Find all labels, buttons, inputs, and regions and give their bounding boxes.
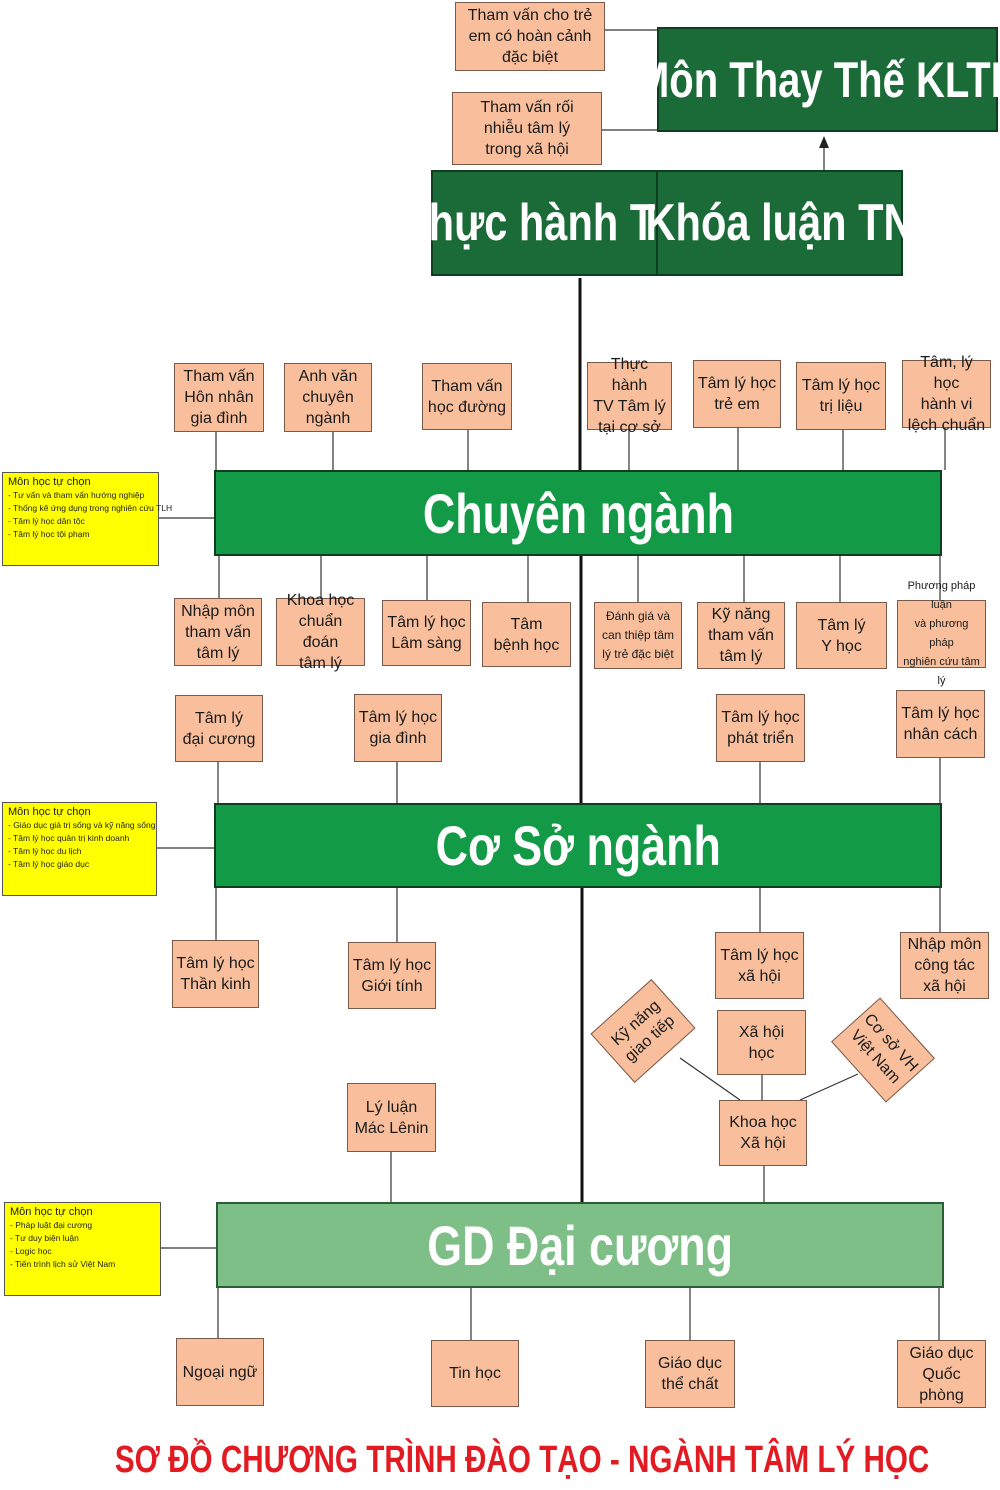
course-cn-above-5: Tâm lý học trẻ em bbox=[693, 360, 781, 428]
course-cn-above-3: Tham vấn học đường bbox=[422, 363, 512, 430]
course-cn-above-7: Tâm, lý học hành vi lệch chuẩn bbox=[902, 354, 991, 434]
course-cn-below-1: Nhập môn tham vấn tâm lý bbox=[174, 598, 262, 666]
course-cn-above-2: Anh văn chuyên ngành bbox=[284, 363, 372, 432]
elective-item: - Tâm lý học giáo dục bbox=[8, 859, 90, 869]
elective-co-so: Môn học tự chọn - Giáo dục giá trị sống … bbox=[2, 802, 157, 896]
band-co-so-nganh: Cơ Sở ngành bbox=[214, 803, 942, 888]
course-gd-quoc-phong: Giáo dục Quốc phòng bbox=[897, 1340, 986, 1408]
elective-item: - Tâm lý học tội phạm bbox=[8, 529, 90, 539]
course-gd-the-chat: Giáo dục thể chất bbox=[645, 1340, 735, 1408]
course-cs-above-2: Tâm lý học gia đình bbox=[354, 694, 442, 762]
course-cn-above-6: Tâm lý học trị liệu bbox=[796, 362, 886, 430]
course-cs-below-2: Tâm lý học Giới tính bbox=[348, 942, 436, 1009]
elective-heading: Môn học tự chọn bbox=[10, 1206, 93, 1218]
elective-chuyen-nganh: Môn học tự chọn - Tư vấn và tham vấn hướ… bbox=[2, 472, 173, 566]
course-cn-above-4: Thực hành TV Tâm lý tại cơ sở bbox=[587, 356, 672, 436]
course-cn-below-8: Phương pháp luận và phương pháp nghiên c… bbox=[897, 580, 986, 687]
course-cs-above-1: Tâm lý đại cương bbox=[175, 695, 263, 762]
course-cn-below-6: Kỹ năng tham vấn tâm lý bbox=[697, 602, 785, 669]
mon-thay-the-kltn: Môn Thay Thế KLTN bbox=[636, 27, 1000, 132]
course-tham-van-roi-nhieu: Tham vấn rối nhiễu tâm lý trong xã hội bbox=[452, 92, 602, 165]
elective-item: - Logic học bbox=[10, 1246, 52, 1256]
elective-dai-cuong: Môn học tự chọn - Pháp luật đại cương - … bbox=[4, 1202, 161, 1296]
course-cn-above-1: Tham vấn Hôn nhân gia đình bbox=[174, 363, 264, 432]
elective-item: - Tâm lý học quản trị kinh doanh bbox=[8, 833, 130, 843]
elective-item: - Thống kê ứng dụng trong nghiên cứu TLH bbox=[8, 503, 173, 513]
thuc-hanh-tn: Thực hành TN bbox=[403, 170, 686, 276]
elective-item: - Tư vấn và tham vấn hướng nghiệp bbox=[8, 490, 145, 500]
course-ly-luan-mac-lenin: Lý luận Mác Lênin bbox=[347, 1083, 436, 1152]
band-chuyen-nganh: Chuyên ngành bbox=[214, 470, 942, 556]
course-cs-above-4: Tâm lý học nhân cách bbox=[896, 690, 985, 758]
elective-heading: Môn học tự chọn bbox=[8, 806, 91, 818]
course-cs-above-3: Tâm lý học phát triển bbox=[716, 694, 805, 762]
elective-item: - Giáo dục giá trị sống và kỹ năng sống bbox=[8, 820, 156, 830]
course-xa-hoi-hoc: Xã hội học bbox=[717, 1010, 806, 1075]
course-cn-below-7: Tâm lý Y học bbox=[796, 602, 887, 669]
elective-item: - Tiến trình lịch sử Việt Nam bbox=[10, 1259, 116, 1269]
course-cs-below-3: Tâm lý học xã hội bbox=[715, 932, 804, 999]
course-cn-below-3: Tâm lý học Lâm sàng bbox=[382, 600, 471, 666]
course-ngoai-ngu: Ngoại ngữ bbox=[176, 1338, 264, 1406]
course-cn-below-2: Khoa học chuẩn đoán tâm lý bbox=[276, 592, 365, 672]
course-cn-below-4: Tâm bệnh học bbox=[482, 602, 571, 667]
course-cn-below-5: Đánh giá và can thiệp tâm lý trẻ đặc biệ… bbox=[594, 602, 682, 669]
course-tin-hoc: Tin học bbox=[431, 1340, 519, 1407]
elective-item: - Pháp luật đại cương bbox=[10, 1220, 93, 1230]
elective-item: - Tâm lý học du lịch bbox=[8, 846, 82, 856]
elective-item: - Tâm lý học dân tộc bbox=[8, 516, 85, 526]
band-gd-dai-cuong: GD Đại cương bbox=[216, 1202, 944, 1288]
course-cs-below-4: Nhập môn công tác xã hội bbox=[900, 932, 989, 999]
khoa-luan-tn: Khóa luận TN bbox=[645, 170, 914, 276]
course-tham-van-tre-em: Tham vấn cho trẻ em có hoàn cảnh đặc biệ… bbox=[455, 2, 605, 71]
elective-item: - Tư duy biện luận bbox=[10, 1233, 79, 1243]
course-khoa-hoc-xa-hoi: Khoa học Xã hội bbox=[719, 1100, 807, 1166]
elective-heading: Môn học tự chọn bbox=[8, 476, 91, 488]
course-cs-below-1: Tâm lý học Thần kinh bbox=[172, 940, 259, 1008]
page-title: SƠ ĐỒ CHƯƠNG TRÌNH ĐÀO TẠO - NGÀNH TÂM L… bbox=[114, 1439, 930, 1481]
